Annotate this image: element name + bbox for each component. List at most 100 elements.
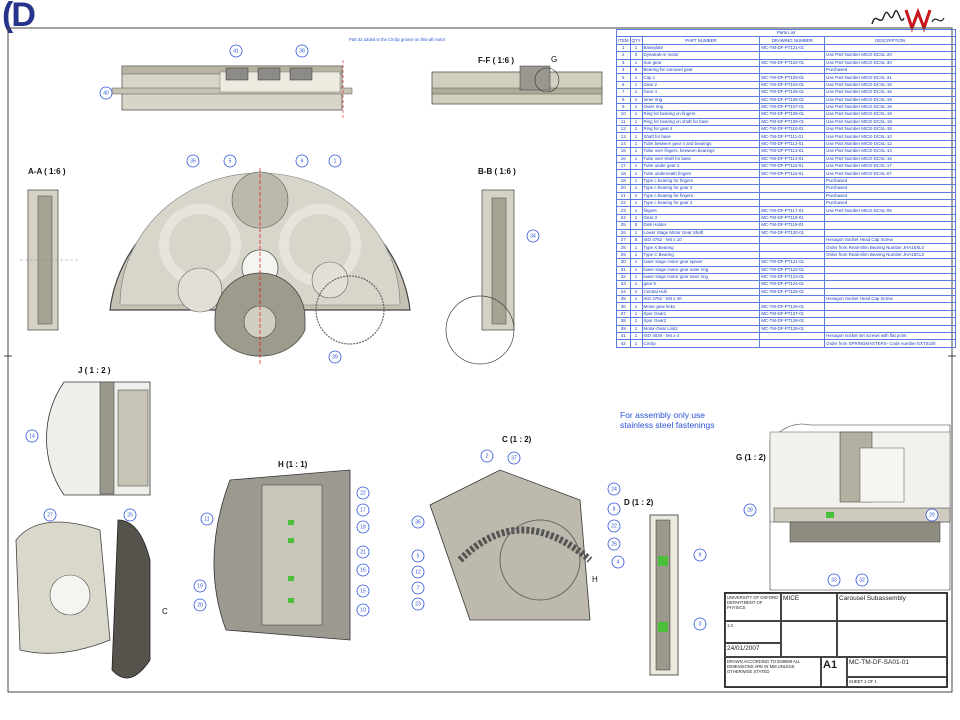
balloon-36: 36 <box>411 515 425 529</box>
parts-list-cell: Gear 3 <box>641 213 761 223</box>
parts-list-cell <box>759 295 826 304</box>
parts-list-cell: 1 <box>629 139 643 149</box>
aa-view-label: A-A ( 1:6 ) <box>28 167 66 176</box>
parts-list-cell: 1 <box>629 132 643 141</box>
parts-list-cell: 1 <box>629 206 643 215</box>
balloon-6: 6 <box>295 154 309 168</box>
g-view-label: G (1 : 2) <box>736 453 766 462</box>
parts-list-cell: 38 <box>616 317 631 326</box>
parts-list-header-row: ITEM QTY PART NUMBER DRAWING NUMBER DESC… <box>616 36 956 45</box>
parts-list-cell: 1 <box>616 43 631 53</box>
parts-list-cell <box>824 302 956 311</box>
parts-list-cell: 6 <box>629 235 643 245</box>
parts-list-cell: Hexagon socket set screws with flat poin… <box>824 331 956 341</box>
parts-list-cell: MC-TM-DF-PT116-01 <box>759 169 826 178</box>
balloon-5: 5 <box>223 154 237 168</box>
parts-list-title: Parts List <box>616 28 956 38</box>
parts-list-cell: 13 <box>616 132 631 141</box>
parts-list-cell: 26 <box>616 228 631 237</box>
parts-list-cell: MC-TM-DF-PT122-01 <box>759 265 826 274</box>
parts-list-cell: 42 <box>616 339 631 348</box>
h-detail-view <box>213 469 351 641</box>
balloon-38: 38 <box>295 44 309 58</box>
parts-list-cell: 27 <box>616 235 631 245</box>
balloon-2: 2 <box>480 449 494 463</box>
parts-list-cell: Use Part Number MICE-DCSL-18 <box>824 110 956 119</box>
parts-list-cell: Baseplate <box>641 43 761 53</box>
title-block-note: DRAWN ACCORDING TO BS8888 ALL DIMENSIONS… <box>725 657 821 687</box>
parts-list-cell: 15 <box>616 147 631 156</box>
parts-list-cell: MC-TM-DF-PT117-01 <box>759 206 826 215</box>
title-block-size: A1 <box>821 657 847 687</box>
parts-list-cell: 1 <box>629 331 643 341</box>
balloon-35: 35 <box>186 154 200 168</box>
signature-logo <box>871 7 945 33</box>
parts-list-cell: Tube over fingers, between bearings <box>641 147 761 156</box>
parts-list-cell: MC-TM-DF-PT111-01 <box>759 132 826 141</box>
parts-list-cell: Outer ring <box>641 102 761 112</box>
balloon-37: 37 <box>507 451 521 465</box>
parts-list-cell: 1 <box>629 43 643 53</box>
parts-list-cell: Use Part Number MICE-DCSL-30 <box>824 58 956 67</box>
balloon-40: 40 <box>99 86 113 100</box>
parts-list-cell: 28 <box>616 243 631 252</box>
parts-list-cell: MC-TM-DF-PT104-01 <box>759 80 826 90</box>
parts-list-cell: 1 <box>629 154 643 164</box>
svg-text:7: 7 <box>417 585 420 591</box>
g-detail-view <box>769 423 951 591</box>
parts-list-cell: MC-TM-DF-PT107-01 <box>759 102 826 112</box>
parts-list-cell: 1 <box>629 339 643 348</box>
parts-list-cell: Use Part Number MICE-DCSL-07 <box>824 169 956 178</box>
parts-list-cell: 2 <box>616 51 631 60</box>
parts-list-cell: 23 <box>616 206 631 215</box>
parts-list-title-row: Parts List <box>616 28 956 38</box>
parts-list-cell: 1 <box>629 243 643 252</box>
parts-list-cell: MC-TM-DF-PT114-01 <box>759 154 826 164</box>
balloon-16: 16 <box>356 563 370 577</box>
parts-list-cell <box>759 198 826 208</box>
balloon-17: 17 <box>356 503 370 517</box>
parts-list-cell: MC-TM-DF-PT105-01 <box>759 88 826 97</box>
parts-list-cell: Type c bearing for fingers <box>641 176 761 186</box>
parts-list-cell: Use Part Number MICE-DCSL-31 <box>824 73 956 82</box>
svg-text:36: 36 <box>415 519 421 525</box>
balloon-26: 26 <box>607 537 621 551</box>
parts-list-cell: Type c bearing for fingers <box>641 191 761 201</box>
svg-text:11: 11 <box>204 516 209 522</box>
parts-list-cell: 1 <box>629 258 643 267</box>
parts-list-cell: MC-TM-DF-PT112-01 <box>759 139 826 149</box>
header-item: ITEM <box>616 36 631 45</box>
parts-list-cell: Type c bearing for gear 2 <box>641 198 761 208</box>
parts-list-cell: Purchased <box>824 198 956 208</box>
parts-list-table: Parts List ITEM QTY PART NUMBER DRAWING … <box>616 28 956 348</box>
parts-list-cell: 1 <box>629 117 643 127</box>
parts-list-cell: 32 <box>616 272 631 282</box>
parts-list-cell: Disk Holder <box>641 221 761 230</box>
balloon-4: 4 <box>611 555 625 569</box>
parts-list-cell: Purchased <box>824 191 956 201</box>
svg-text:5: 5 <box>417 553 420 559</box>
parts-list-cell: Ring for bearing on fingers <box>641 110 761 119</box>
header-drawing-number: DRAWING NUMBER <box>759 36 826 45</box>
parts-list-cell <box>824 228 956 237</box>
parts-list-cell <box>824 43 956 53</box>
parts-list-cell: 17 <box>616 162 631 171</box>
header-qty: QTY <box>629 36 643 45</box>
parts-list-cell: Lower Stage Motor Gear Shaft <box>641 228 761 237</box>
parts-list-cell <box>759 51 826 60</box>
parts-list-cell <box>824 265 956 274</box>
title-block-drawing-number: MC-TM-DF-SA01-01 <box>847 657 947 677</box>
parts-list-cell: Use Part Number MICE-DCSL-16 <box>824 154 956 164</box>
parts-list-cell: 1 <box>629 184 643 193</box>
parts-list-cell: Order from SPRINGMASTERS- Code number EX… <box>824 339 956 348</box>
top-section-view <box>111 60 353 118</box>
balloon-32: 32 <box>855 573 869 587</box>
parts-list-cell: Motor-gear link1 <box>641 302 761 311</box>
